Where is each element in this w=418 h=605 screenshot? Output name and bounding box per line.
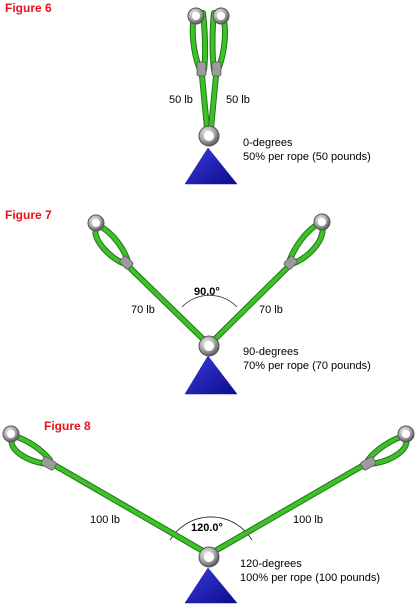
rope-sleeve: [283, 255, 298, 270]
top-eye-right: [212, 7, 230, 25]
angle-label: 90.0°: [194, 286, 220, 298]
rope-sleeve: [360, 456, 377, 471]
anchor-base: [184, 147, 238, 185]
left-rope: [92, 222, 207, 343]
anchor-base: [184, 355, 238, 395]
caption-load: 70% per rope (70 pounds): [243, 360, 371, 372]
angle-label: 120.0°: [191, 522, 223, 534]
figure-6-label: Figure 6: [5, 1, 52, 15]
figure-8-label: Figure 8: [44, 419, 91, 433]
right-load-label: 70 lb: [259, 304, 283, 316]
rope-sleeve: [196, 61, 207, 77]
left-rope: [8, 433, 206, 554]
right-load-label: 50 lb: [226, 94, 250, 106]
caption-angle: 0-degrees: [243, 137, 293, 149]
top-eye-left: [87, 214, 105, 232]
caption-angle: 90-degrees: [243, 346, 299, 358]
top-eye-left: [187, 7, 205, 25]
rope-sleeve: [40, 456, 57, 471]
right-rope: [212, 433, 410, 554]
bottom-ring: [198, 546, 220, 568]
left-load-label: 70 lb: [131, 304, 155, 316]
figure-8: Figure 8 120.0°: [2, 419, 415, 604]
angle-arc: [181, 294, 238, 308]
anchor-base: [184, 567, 238, 604]
right-rope: [211, 220, 326, 343]
top-eye-left: [2, 425, 20, 443]
caption-angle: 120-degrees: [240, 558, 302, 570]
caption-load: 100% per rope (100 pounds): [240, 572, 380, 584]
right-load-label: 100 lb: [293, 514, 323, 526]
rope-sleeve: [119, 255, 134, 270]
figure-7: Figure 7 90.0°: [5, 208, 371, 395]
angle-arc: [169, 516, 253, 541]
rope-sleeve: [211, 61, 222, 77]
left-load-label: 50 lb: [169, 94, 193, 106]
right-rope: [208, 10, 228, 131]
bottom-ring: [198, 125, 220, 147]
caption-load: 50% per rope (50 pounds): [243, 151, 371, 163]
top-eye-right: [313, 213, 331, 231]
bottom-ring: [198, 335, 220, 357]
figure-7-label: Figure 7: [5, 208, 52, 222]
left-load-label: 100 lb: [90, 514, 120, 526]
figure-6: Figure 6: [5, 1, 371, 185]
top-eye-right: [397, 425, 415, 443]
left-rope: [189, 10, 210, 131]
